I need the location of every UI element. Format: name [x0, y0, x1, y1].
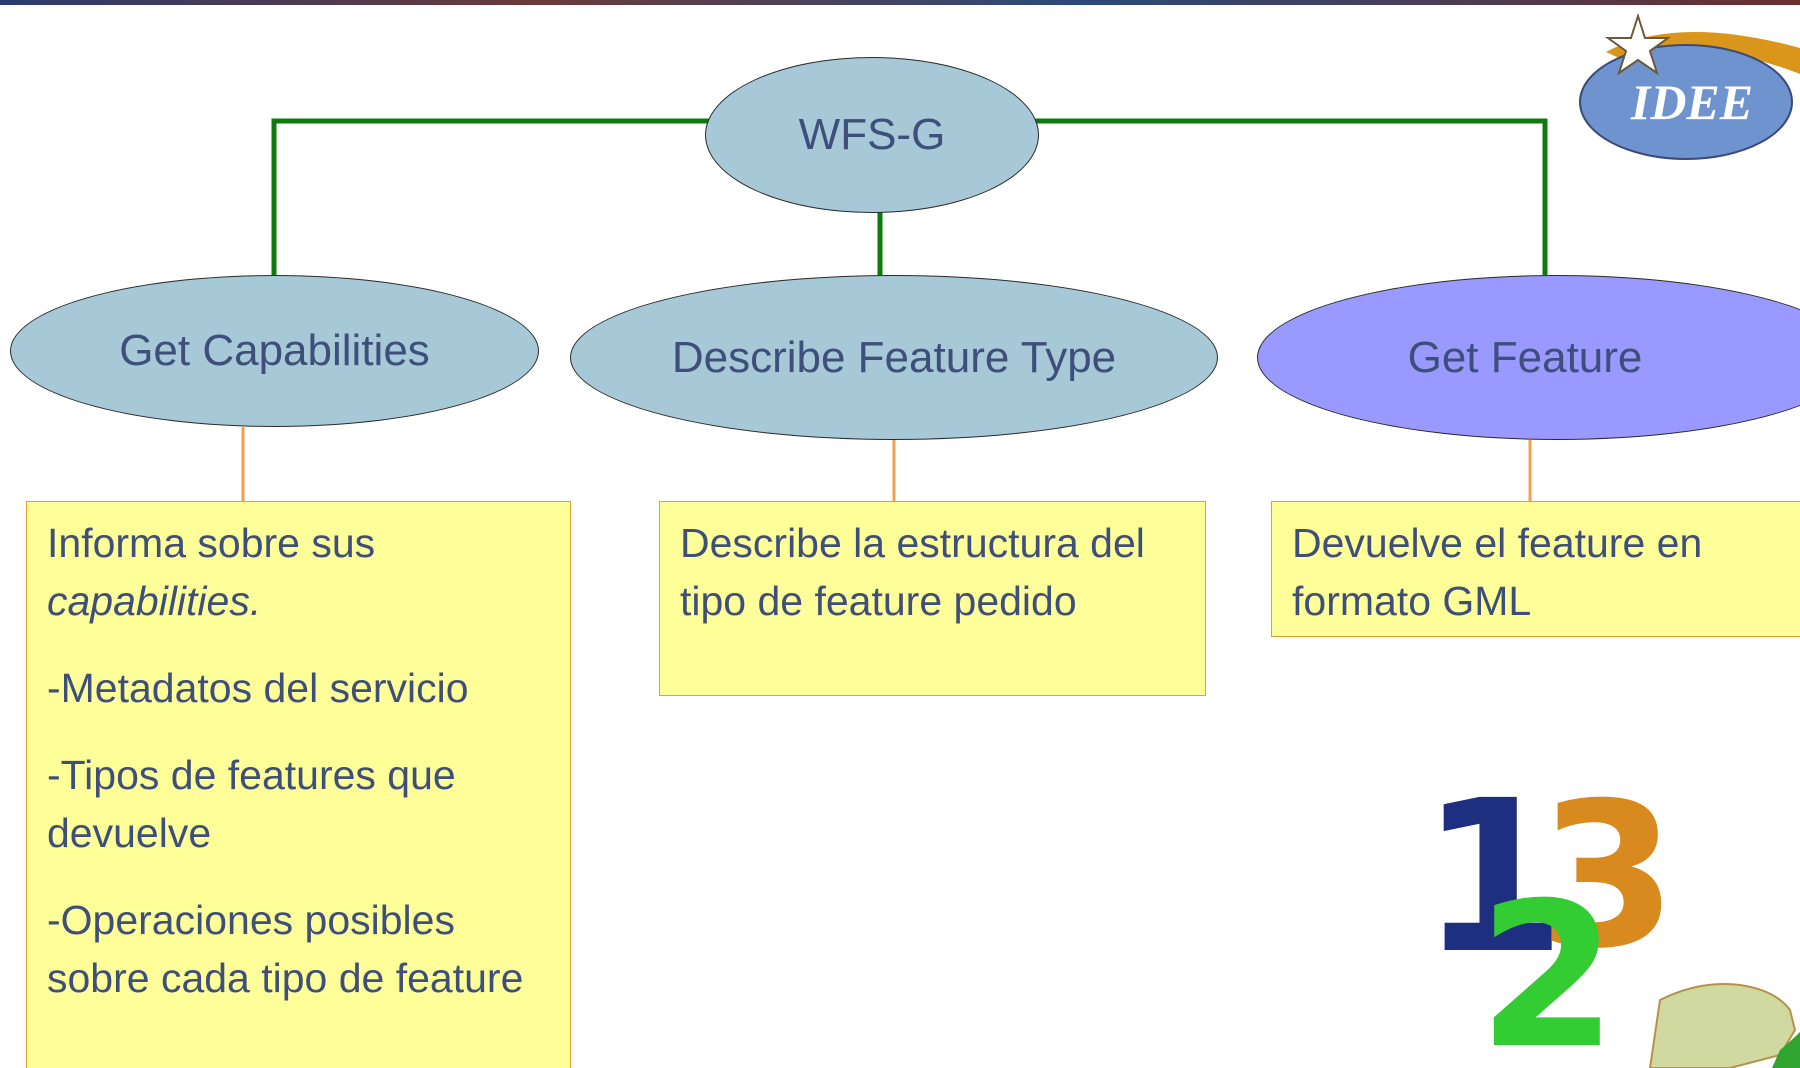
digit-three: 3: [1538, 770, 1677, 993]
node-get-feature: Get Feature: [1257, 275, 1800, 440]
node-describe-feature-type: Describe Feature Type: [570, 275, 1218, 440]
top-decorative-strip: [0, 0, 1800, 5]
describe-feature-type-text: Describe la estructura del tipo de featu…: [680, 520, 1145, 624]
node-describe-feature-type-label: Describe Feature Type: [671, 332, 1117, 382]
logo-text: IDEE: [1630, 74, 1753, 130]
capabilities-item-metadata: -Metadatos del servicio: [47, 665, 469, 711]
capabilities-intro: Informa sobre sus capabilities.: [47, 514, 550, 630]
star-icon: [1604, 12, 1672, 76]
node-get-capabilities: Get Capabilities: [10, 275, 539, 427]
node-get-capabilities-label: Get Capabilities: [119, 326, 430, 375]
idee-logo: IDEE: [1579, 12, 1800, 160]
map-shape-green: [1772, 1032, 1800, 1068]
node-get-feature-label: Get Feature: [1407, 332, 1643, 382]
description-get-feature: Devuelve el feature en formato GML: [1271, 501, 1800, 637]
get-feature-text: Devuelve el feature en formato GML: [1292, 520, 1703, 624]
description-describe-feature-type: Describe la estructura del tipo de featu…: [659, 501, 1206, 696]
map-shape: [1648, 983, 1797, 1068]
capabilities-item-operations: -Operaciones posibles sobre cada tipo de…: [47, 897, 524, 1001]
digit-two: 2: [1478, 860, 1617, 1068]
connector-root-right: [1034, 118, 1548, 275]
capabilities-intro-italic: capabilities.: [47, 578, 262, 624]
logo-ellipse: [1579, 44, 1793, 160]
root-node-label: WFS-G: [798, 110, 946, 159]
capabilities-intro-text: Informa sobre sus: [47, 520, 376, 566]
numbers-123-graphic: 1 3 2: [1420, 770, 1800, 1068]
description-get-capabilities: Informa sobre sus capabilities. -Metadat…: [26, 501, 571, 1068]
root-node: WFS-G: [705, 57, 1039, 213]
digit-one: 1: [1420, 770, 1566, 1000]
capabilities-item-feature-types: -Tipos de features que devuelve: [47, 752, 456, 856]
connector-root-left: [271, 118, 710, 275]
